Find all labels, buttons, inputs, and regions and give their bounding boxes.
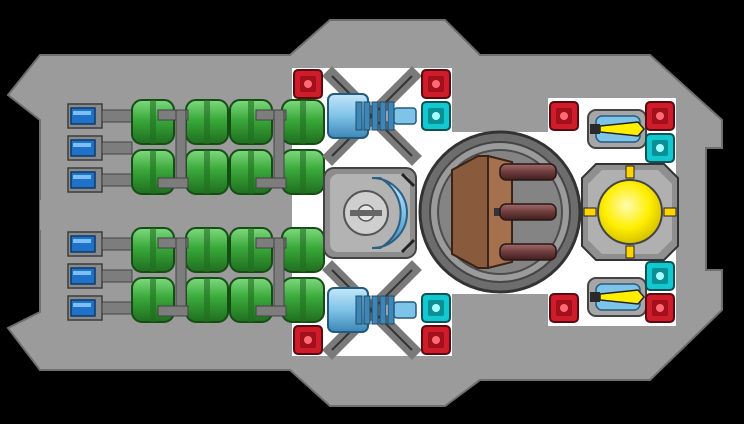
- fuel-tank-group: [131, 99, 325, 323]
- thruster[interactable]: [67, 295, 133, 321]
- thruster[interactable]: [67, 263, 133, 289]
- main-cannon[interactable]: [418, 130, 582, 294]
- red-connector[interactable]: [293, 325, 323, 355]
- laser-turret[interactable]: [587, 277, 647, 317]
- cross-turret[interactable]: [322, 260, 422, 360]
- connector-group: [293, 69, 675, 355]
- red-connector[interactable]: [645, 293, 675, 323]
- red-connector[interactable]: [645, 101, 675, 131]
- cyan-connector[interactable]: [645, 261, 675, 291]
- fuel-tank[interactable]: [185, 277, 229, 323]
- fuel-tank[interactable]: [131, 99, 175, 145]
- reactor-core[interactable]: [581, 163, 679, 261]
- fuel-tank[interactable]: [281, 99, 325, 145]
- thruster[interactable]: [67, 135, 133, 161]
- thruster[interactable]: [67, 231, 133, 257]
- cyan-connector[interactable]: [645, 133, 675, 163]
- fuel-tank[interactable]: [185, 149, 229, 195]
- laser-turret[interactable]: [587, 109, 647, 149]
- red-connector[interactable]: [421, 325, 451, 355]
- fuel-tank[interactable]: [185, 99, 229, 145]
- fuel-tank[interactable]: [185, 227, 229, 273]
- fuel-pipe: [157, 109, 189, 189]
- cyan-connector[interactable]: [421, 293, 451, 323]
- red-connector[interactable]: [549, 293, 579, 323]
- fuel-tank[interactable]: [281, 227, 325, 273]
- hull-inner-notch-left: [40, 200, 68, 230]
- red-connector[interactable]: [549, 101, 579, 131]
- cross-turret-group: [322, 66, 422, 360]
- fuel-tank[interactable]: [281, 149, 325, 195]
- cross-turret[interactable]: [322, 66, 422, 166]
- shield-generator[interactable]: [323, 167, 417, 259]
- fuel-tank[interactable]: [229, 99, 273, 145]
- thruster-group: [67, 103, 133, 321]
- red-connector[interactable]: [293, 69, 323, 99]
- fuel-tank[interactable]: [229, 227, 273, 273]
- fuel-tank[interactable]: [281, 277, 325, 323]
- fuel-pipe: [255, 237, 287, 317]
- fuel-pipe: [255, 109, 287, 189]
- fuel-pipe: [157, 237, 189, 317]
- cyan-connector[interactable]: [421, 101, 451, 131]
- laser-turret-group: [587, 109, 647, 317]
- fuel-tank[interactable]: [131, 227, 175, 273]
- red-connector[interactable]: [421, 69, 451, 99]
- thruster[interactable]: [67, 103, 133, 129]
- thruster[interactable]: [67, 167, 133, 193]
